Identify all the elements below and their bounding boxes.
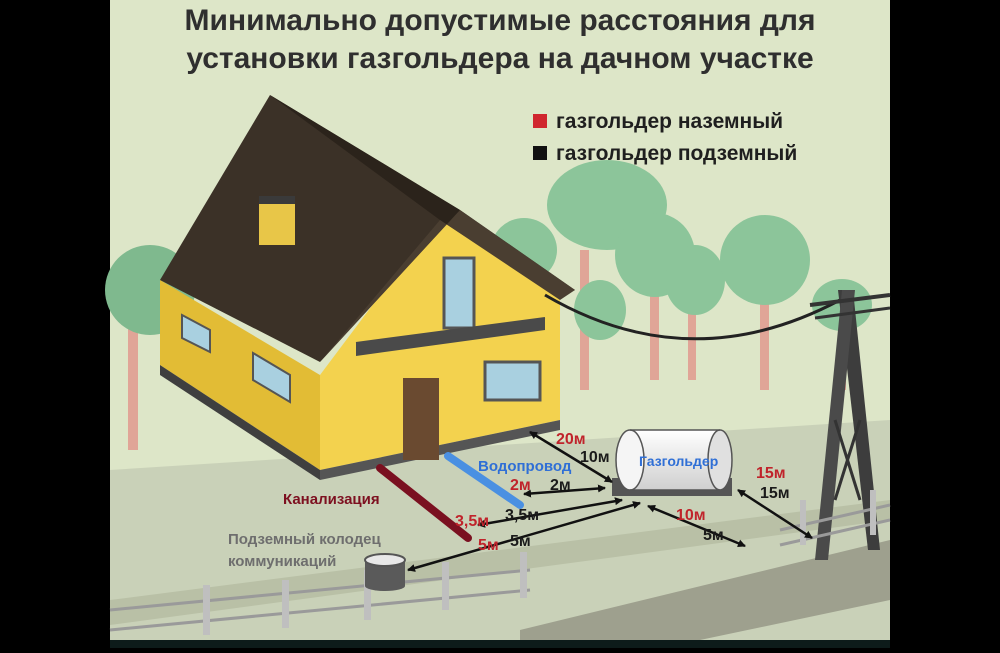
title-line-2: установки газгольдера на дачном участке xyxy=(186,42,813,75)
title-line-1: Минимально допустимые расстояния для xyxy=(185,4,816,37)
dist-sewer-above: 3,5м xyxy=(455,513,489,530)
dist-water-above: 2м xyxy=(510,477,531,494)
arrow-house xyxy=(529,430,613,484)
dist-pole-above: 15м xyxy=(756,465,786,482)
arrow-pole xyxy=(737,488,813,540)
balcony xyxy=(356,318,545,356)
dist-water-under: 2м xyxy=(550,477,571,494)
legend-above-label: газгольдер наземный xyxy=(556,110,783,133)
power-pole xyxy=(544,290,891,560)
power-cable xyxy=(544,293,841,341)
dist-pole-under: 15м xyxy=(760,485,790,502)
legend-swatch-above xyxy=(533,114,547,128)
arrow-road xyxy=(647,504,746,548)
distance-arrows xyxy=(407,430,813,572)
legend-swatch-under xyxy=(533,146,547,160)
gas-tank xyxy=(612,429,733,496)
tank-label: Газгольдер xyxy=(639,453,718,469)
roof-main xyxy=(160,95,460,362)
well-label-line-2: коммуникаций xyxy=(228,553,336,570)
dist-road-under: 5м xyxy=(703,527,724,544)
house xyxy=(160,95,575,480)
chimney xyxy=(259,200,295,245)
arrow-well xyxy=(407,501,641,572)
window-upper xyxy=(442,256,476,330)
road xyxy=(520,540,890,640)
well-label-line-1: Подземный колодец xyxy=(228,531,381,548)
sewer-label: Канализация xyxy=(283,491,380,508)
underground-well xyxy=(364,553,406,591)
dist-house-under: 10м xyxy=(580,449,610,466)
water-pipe xyxy=(444,452,524,509)
water-pipe-label: Водопровод xyxy=(478,458,572,475)
dist-house-above: 20м xyxy=(556,431,586,448)
dist-well-above: 5м xyxy=(478,537,499,554)
window-side-1 xyxy=(181,313,211,354)
arrow-water xyxy=(523,484,606,498)
window-side-2 xyxy=(252,351,291,404)
dist-sewer-under: 3,5м xyxy=(505,507,539,524)
dist-well-under: 5м xyxy=(510,533,531,550)
door xyxy=(403,378,439,460)
window-front xyxy=(483,360,542,402)
dist-road-above: 10м xyxy=(676,507,706,524)
legend-under-label: газгольдер подземный xyxy=(556,142,797,165)
